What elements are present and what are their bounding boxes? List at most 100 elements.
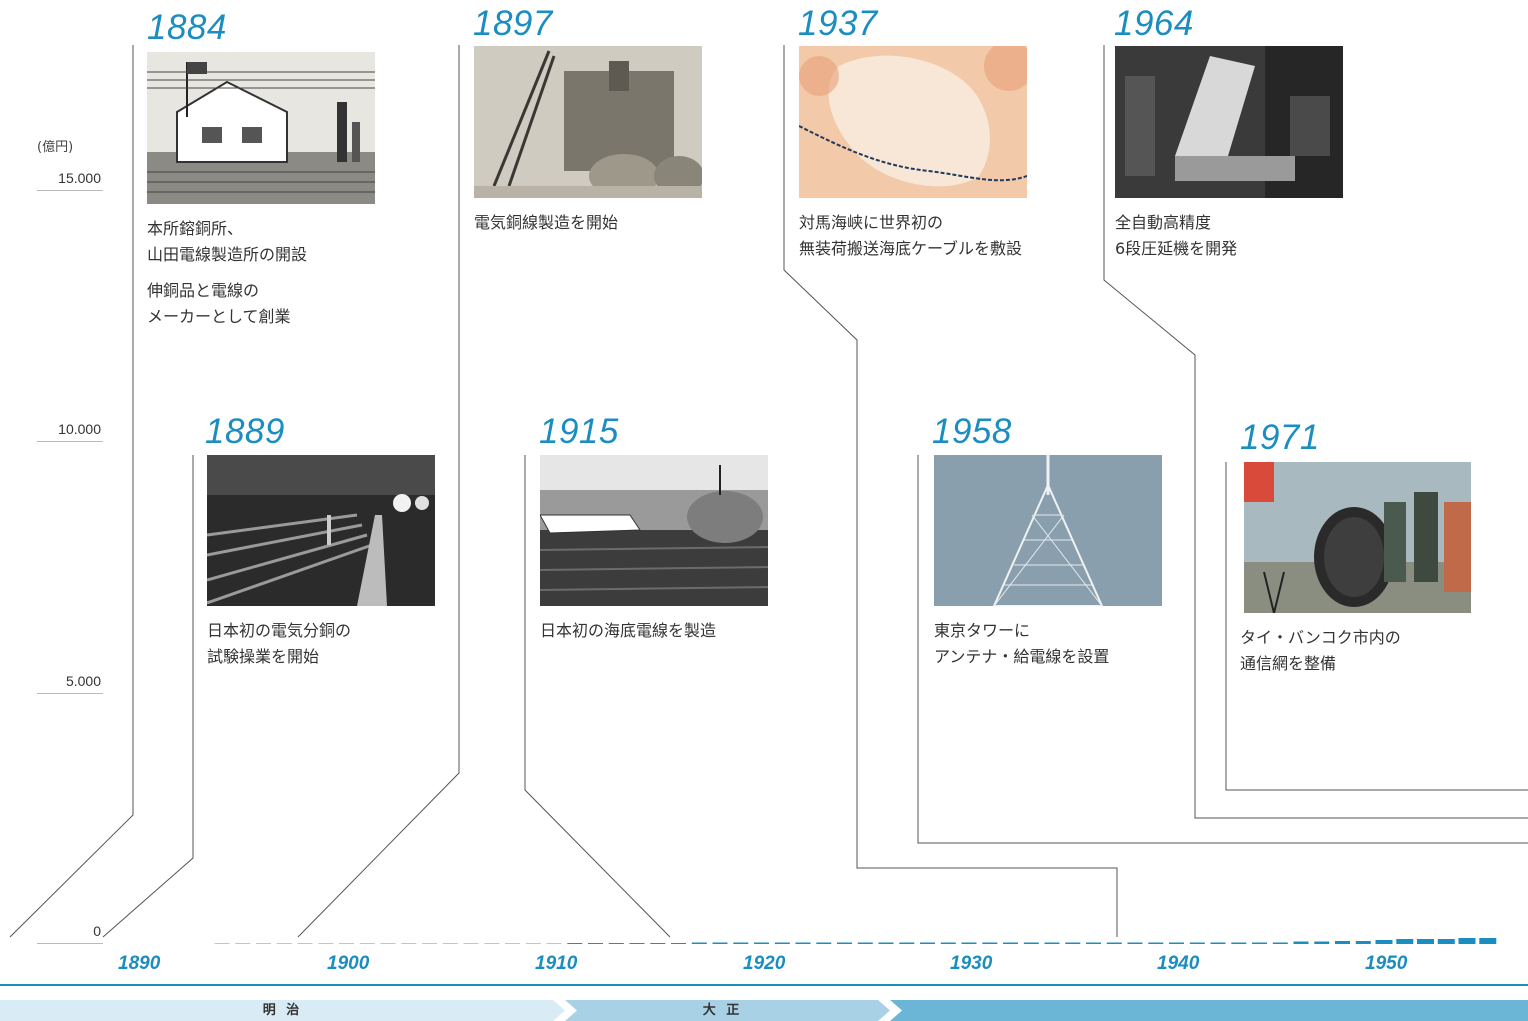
revenue-bar-1896 bbox=[256, 943, 271, 944]
revenue-bar-1933 bbox=[1023, 942, 1039, 944]
event-photo-map bbox=[799, 46, 1027, 198]
y-tick-line bbox=[37, 943, 103, 944]
y-tick-label: 0 bbox=[93, 923, 101, 939]
revenue-bar-1953 bbox=[1437, 939, 1455, 944]
y-tick-label: 15.000 bbox=[58, 170, 101, 186]
revenue-bar-1908 bbox=[505, 943, 520, 944]
revenue-bar-1900 bbox=[339, 943, 354, 944]
revenue-bar-1942 bbox=[1210, 942, 1226, 944]
event-photo-tower bbox=[934, 455, 1162, 606]
revenue-bar-1955 bbox=[1479, 938, 1497, 944]
revenue-bar-1950 bbox=[1375, 940, 1393, 944]
event-year: 1958 bbox=[932, 412, 1012, 451]
revenue-bar-1945 bbox=[1272, 942, 1288, 944]
revenue-bar-1903 bbox=[401, 943, 417, 944]
revenue-bar-1895 bbox=[235, 943, 251, 944]
revenue-bar-1920 bbox=[754, 942, 769, 944]
revenue-bar-1923 bbox=[816, 942, 832, 944]
event-photo-factory bbox=[207, 455, 435, 606]
revenue-bar-1919 bbox=[733, 942, 749, 944]
revenue-bar-1894 bbox=[214, 943, 230, 944]
revenue-bar-1924 bbox=[837, 942, 852, 944]
revenue-bar-1954 bbox=[1458, 938, 1476, 944]
event-text-line: 日本初の電気分銅の bbox=[207, 621, 352, 640]
revenue-bar-1932 bbox=[1003, 942, 1018, 944]
y-tick-line bbox=[37, 441, 103, 442]
revenue-bar-1906 bbox=[463, 943, 479, 944]
era-label-meiji: 明 治 bbox=[262, 1003, 303, 1018]
x-tick-label: 1950 bbox=[1365, 953, 1408, 974]
revenue-bar-1916 bbox=[671, 943, 686, 944]
revenue-bar-1901 bbox=[359, 943, 375, 944]
revenue-bar-1925 bbox=[857, 942, 873, 944]
x-tick-label: 1910 bbox=[535, 953, 578, 974]
event-description: 本所鎔銅所、 山田電線製造所の開設 bbox=[147, 216, 307, 268]
revenue-bar-1899 bbox=[318, 943, 334, 944]
revenue-bar-1931 bbox=[982, 942, 998, 944]
revenue-bar-1898 bbox=[297, 943, 313, 944]
revenue-bar-1952 bbox=[1417, 939, 1434, 944]
revenue-bar-1951 bbox=[1396, 939, 1414, 944]
revenue-bar-1946 bbox=[1293, 941, 1309, 944]
revenue-bar-1948 bbox=[1335, 941, 1350, 944]
revenue-bar-1918 bbox=[712, 942, 728, 944]
event-description: 対馬海峡に世界初の 無装荷搬送海底ケーブルを敷設 bbox=[799, 210, 1022, 262]
event-text-line: 6段圧延機を開発 bbox=[1115, 239, 1238, 258]
revenue-bar-1905 bbox=[442, 943, 458, 944]
revenue-bar-1904 bbox=[422, 943, 437, 944]
revenue-bar-1921 bbox=[774, 942, 790, 944]
event-photo-mill bbox=[1115, 46, 1343, 198]
event-text-line: 電気銅線製造を開始 bbox=[474, 213, 619, 232]
revenue-bar-1937 bbox=[1106, 942, 1122, 944]
event-year: 1889 bbox=[205, 412, 285, 451]
revenue-bar-1897 bbox=[276, 943, 292, 944]
event-text-line: 全自動高精度 bbox=[1115, 213, 1212, 232]
event-year: 1915 bbox=[539, 412, 619, 451]
event-description: 全自動高精度 6段圧延機を開発 bbox=[1115, 210, 1237, 262]
event-text-line: 東京タワーに bbox=[934, 621, 1031, 640]
event-description: タイ・バンコク市内の 通信網を整備 bbox=[1240, 625, 1401, 677]
revenue-bar-1914 bbox=[629, 943, 645, 944]
event-1889: 1889 日本初の電気分銅の 試験操業を開始 bbox=[205, 412, 435, 666]
event-text-line: 通信網を整備 bbox=[1240, 654, 1337, 673]
event-year: 1937 bbox=[798, 4, 878, 43]
event-text-line: 試験操業を開始 bbox=[207, 647, 320, 666]
event-1958: 1958 東京タワーに アンテナ・給電線を設置 bbox=[932, 412, 1162, 666]
event-description: 日本初の海底電線を製造 bbox=[540, 618, 716, 644]
event-1937: 1937 対馬海峡に世界初の 無装荷搬送海底ケーブルを敷設 bbox=[798, 4, 1027, 258]
y-tick-label: 5.000 bbox=[65, 673, 101, 689]
event-year: 1964 bbox=[1114, 4, 1194, 43]
revenue-bar-1929 bbox=[940, 942, 956, 944]
revenue-bar-1949 bbox=[1355, 941, 1371, 944]
revenue-bar-1909 bbox=[525, 943, 541, 944]
revenue-bar-1944 bbox=[1252, 942, 1267, 944]
revenue-bar-1935 bbox=[1065, 942, 1081, 944]
event-photo-crane bbox=[474, 46, 702, 198]
revenue-bar-1907 bbox=[484, 943, 500, 944]
event-description-2: 伸銅品と電線の メーカーとして創業 bbox=[147, 278, 291, 330]
x-tick-label: 1900 bbox=[327, 953, 370, 974]
event-description: 日本初の電気分銅の 試験操業を開始 bbox=[207, 618, 351, 670]
event-text-line: 伸銅品と電線の bbox=[147, 281, 260, 300]
event-1971: 1971 タイ・バンコク市内の 通信網を整備 bbox=[1240, 418, 1471, 673]
revenue-bar-1943 bbox=[1231, 942, 1247, 944]
y-tick-line bbox=[37, 693, 103, 694]
revenue-bar-1910 bbox=[546, 943, 562, 944]
event-text-line: 日本初の海底電線を製造 bbox=[540, 621, 717, 640]
event-year: 1971 bbox=[1240, 418, 1320, 457]
event-description: 電気銅線製造を開始 bbox=[474, 210, 618, 236]
event-photo-bangkok bbox=[1244, 462, 1471, 613]
revenue-bar-1947 bbox=[1314, 941, 1330, 944]
revenue-bar-1913 bbox=[608, 943, 624, 944]
event-photo-sketch bbox=[147, 52, 375, 204]
y-axis-unit: (億円) bbox=[37, 140, 74, 155]
revenue-bar-1938 bbox=[1127, 942, 1143, 944]
event-text-line: 本所鎔銅所、 bbox=[147, 219, 244, 238]
event-1897: 1897 電気銅線製造を開始 bbox=[473, 4, 702, 232]
x-tick-label: 1890 bbox=[118, 953, 161, 974]
event-1884: 1884 本所鎔銅所、 山田電線製造所の開設 bbox=[147, 8, 375, 326]
era-label-taisho: 大 正 bbox=[702, 1003, 743, 1018]
era-band bbox=[0, 1000, 1528, 1021]
event-text-line: 山田電線製造所の開設 bbox=[147, 245, 308, 264]
